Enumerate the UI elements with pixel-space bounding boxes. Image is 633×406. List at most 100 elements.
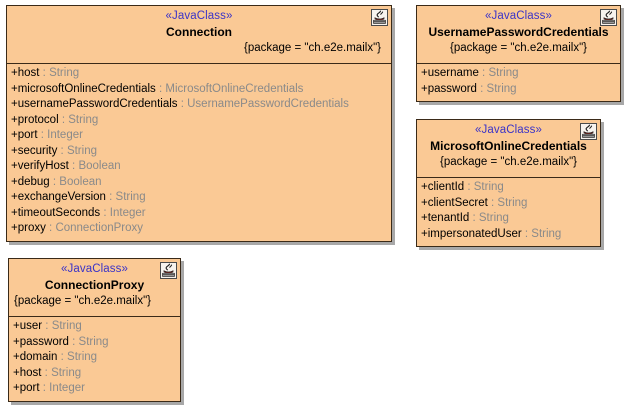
attribute-name: host xyxy=(19,366,42,379)
class-package-tag: {package = "ch.e2e.mailx"} xyxy=(450,42,587,54)
uml-class-username-password-credentials[interactable]: «JavaClass» UsernamePasswordCredentials {p… xyxy=(416,5,621,102)
attribute-visibility: + xyxy=(13,351,20,363)
attribute-type: Integer xyxy=(47,129,83,141)
attribute-name: security xyxy=(17,144,58,157)
attribute-separator: : xyxy=(105,191,116,203)
attribute-visibility: + xyxy=(11,206,18,219)
attribute-type: String xyxy=(49,67,80,79)
attribute-separator: : xyxy=(478,67,489,79)
attribute-name: protocol xyxy=(17,113,59,126)
class-header-username-password-credentials: «JavaClass» UsernamePasswordCredentials {p… xyxy=(417,6,620,63)
attribute-row[interactable]: +clientId : String xyxy=(417,180,600,196)
attribute-row[interactable]: +host : String xyxy=(7,66,391,82)
attribute-separator: : xyxy=(464,181,474,193)
attribute-row[interactable]: +port : Integer xyxy=(7,128,391,144)
attribute-visibility: + xyxy=(11,191,18,203)
attribute-visibility: + xyxy=(11,98,18,110)
uml-class-microsoft-online-credentials[interactable]: «JavaClass»MicrosoftOnlineCredentials{pa… xyxy=(416,119,601,247)
attribute-name: host xyxy=(17,67,40,79)
attribute-compartment-username-password-credentials: +username : String+password : String xyxy=(417,63,620,101)
attribute-type: ConnectionProxy xyxy=(55,222,144,234)
attribute-name: usernamePasswordCredentials xyxy=(17,98,178,110)
attribute-name: clientId xyxy=(427,181,465,193)
class-package-tag: {package = "ch.e2e.mailx"} xyxy=(14,295,151,307)
attribute-visibility: + xyxy=(11,113,18,126)
attribute-type: String xyxy=(67,351,98,363)
class-header-connection-proxy: «JavaClass» ConnectionProxy {package = "ch… xyxy=(9,259,180,316)
attribute-type: Integer xyxy=(109,206,146,219)
attribute-visibility: + xyxy=(11,144,18,157)
attribute-separator: : xyxy=(469,212,479,224)
attribute-row[interactable]: +verifyHost : Boolean xyxy=(7,159,391,175)
attribute-type: Boolean xyxy=(59,175,102,188)
attribute-name: port xyxy=(17,129,38,141)
attribute-row[interactable]: +protocol : String xyxy=(7,113,391,129)
java-class-icon xyxy=(160,262,177,279)
attribute-row[interactable]: +password : String xyxy=(9,335,180,351)
attribute-separator: : xyxy=(39,382,50,394)
attribute-row[interactable]: +impersonatedUser : String xyxy=(417,227,600,243)
uml-class-connection[interactable]: «JavaClass»Connection{package = "ch.e2e.… xyxy=(6,5,392,242)
class-name: ConnectionProxy xyxy=(44,278,145,292)
attribute-row[interactable]: +password : String xyxy=(417,82,620,98)
attribute-type: String xyxy=(486,82,517,95)
attribute-separator: : xyxy=(42,320,52,332)
attribute-row[interactable]: +usernamePasswordCredentials : UsernameP… xyxy=(7,97,391,113)
attribute-visibility: + xyxy=(13,335,20,348)
attribute-name: microsoftOnlineCredentials xyxy=(17,82,156,95)
attribute-separator: : xyxy=(487,196,498,209)
attribute-name: debug xyxy=(17,175,50,188)
attribute-row[interactable]: +user : String xyxy=(9,319,180,335)
attribute-type: String xyxy=(51,366,82,379)
attribute-visibility: + xyxy=(11,222,18,234)
attribute-visibility: + xyxy=(11,129,18,141)
java-class-icon xyxy=(600,9,617,26)
attribute-separator: : xyxy=(39,67,50,79)
attribute-row[interactable]: +proxy : ConnectionProxy xyxy=(7,221,391,237)
attribute-separator: : xyxy=(49,175,60,188)
attribute-compartment-microsoft-online-credentials: +clientId : String+clientSecret : String… xyxy=(417,177,600,246)
attribute-separator: : xyxy=(521,227,532,240)
attribute-visibility: + xyxy=(13,382,20,394)
class-stereotype: «JavaClass» xyxy=(485,10,552,22)
uml-class-connection-proxy[interactable]: «JavaClass» ConnectionProxy {package = "ch… xyxy=(8,258,181,402)
attribute-type: String xyxy=(488,67,519,79)
class-stereotype: «JavaClass» xyxy=(61,263,128,275)
attribute-separator: : xyxy=(41,366,52,379)
attribute-separator: : xyxy=(57,144,67,157)
attribute-name: proxy xyxy=(17,222,46,234)
attribute-type: String xyxy=(78,335,109,348)
attribute-row[interactable]: +clientSecret : String xyxy=(417,196,600,212)
attribute-type: MicrosoftOnlineCredentials xyxy=(165,82,304,95)
attribute-row[interactable]: +timeoutSeconds : Integer xyxy=(7,206,391,222)
attribute-name: verifyHost xyxy=(17,160,69,172)
attribute-name: domain xyxy=(19,351,58,363)
attribute-name: exchangeVersion xyxy=(17,191,106,203)
attribute-row[interactable]: +domain : String xyxy=(9,350,180,366)
class-stereotype: «JavaClass» xyxy=(165,10,233,22)
java-class-icon xyxy=(580,123,597,140)
attribute-row[interactable]: +security : String xyxy=(7,144,391,160)
attribute-separator: : xyxy=(37,129,48,141)
attribute-type: String xyxy=(473,181,504,193)
attribute-type: String xyxy=(478,212,509,224)
attribute-row[interactable]: +exchangeVersion : String xyxy=(7,190,391,206)
attribute-type: UsernamePasswordCredentials xyxy=(187,98,349,110)
attribute-visibility: + xyxy=(421,212,428,224)
attribute-row[interactable]: +port : Integer xyxy=(9,381,180,397)
attribute-visibility: + xyxy=(421,227,428,240)
class-name: UsernamePasswordCredentials xyxy=(428,25,609,39)
attribute-visibility: + xyxy=(421,82,428,95)
attribute-row[interactable]: +debug : Boolean xyxy=(7,175,391,191)
attribute-row[interactable]: +host : String xyxy=(9,366,180,382)
class-package-tag: {package = "ch.e2e.mailx"} xyxy=(440,156,577,168)
attribute-row[interactable]: +username : String xyxy=(417,66,620,82)
attribute-row[interactable]: +microsoftOnlineCredentials : MicrosoftO… xyxy=(7,82,391,98)
attribute-visibility: + xyxy=(11,175,18,188)
attribute-visibility: + xyxy=(13,366,20,379)
attribute-separator: : xyxy=(100,206,110,219)
attribute-name: timeoutSeconds xyxy=(17,206,101,219)
attribute-visibility: + xyxy=(421,181,428,193)
attribute-visibility: + xyxy=(11,82,18,95)
attribute-row[interactable]: +tenantId : String xyxy=(417,211,600,227)
